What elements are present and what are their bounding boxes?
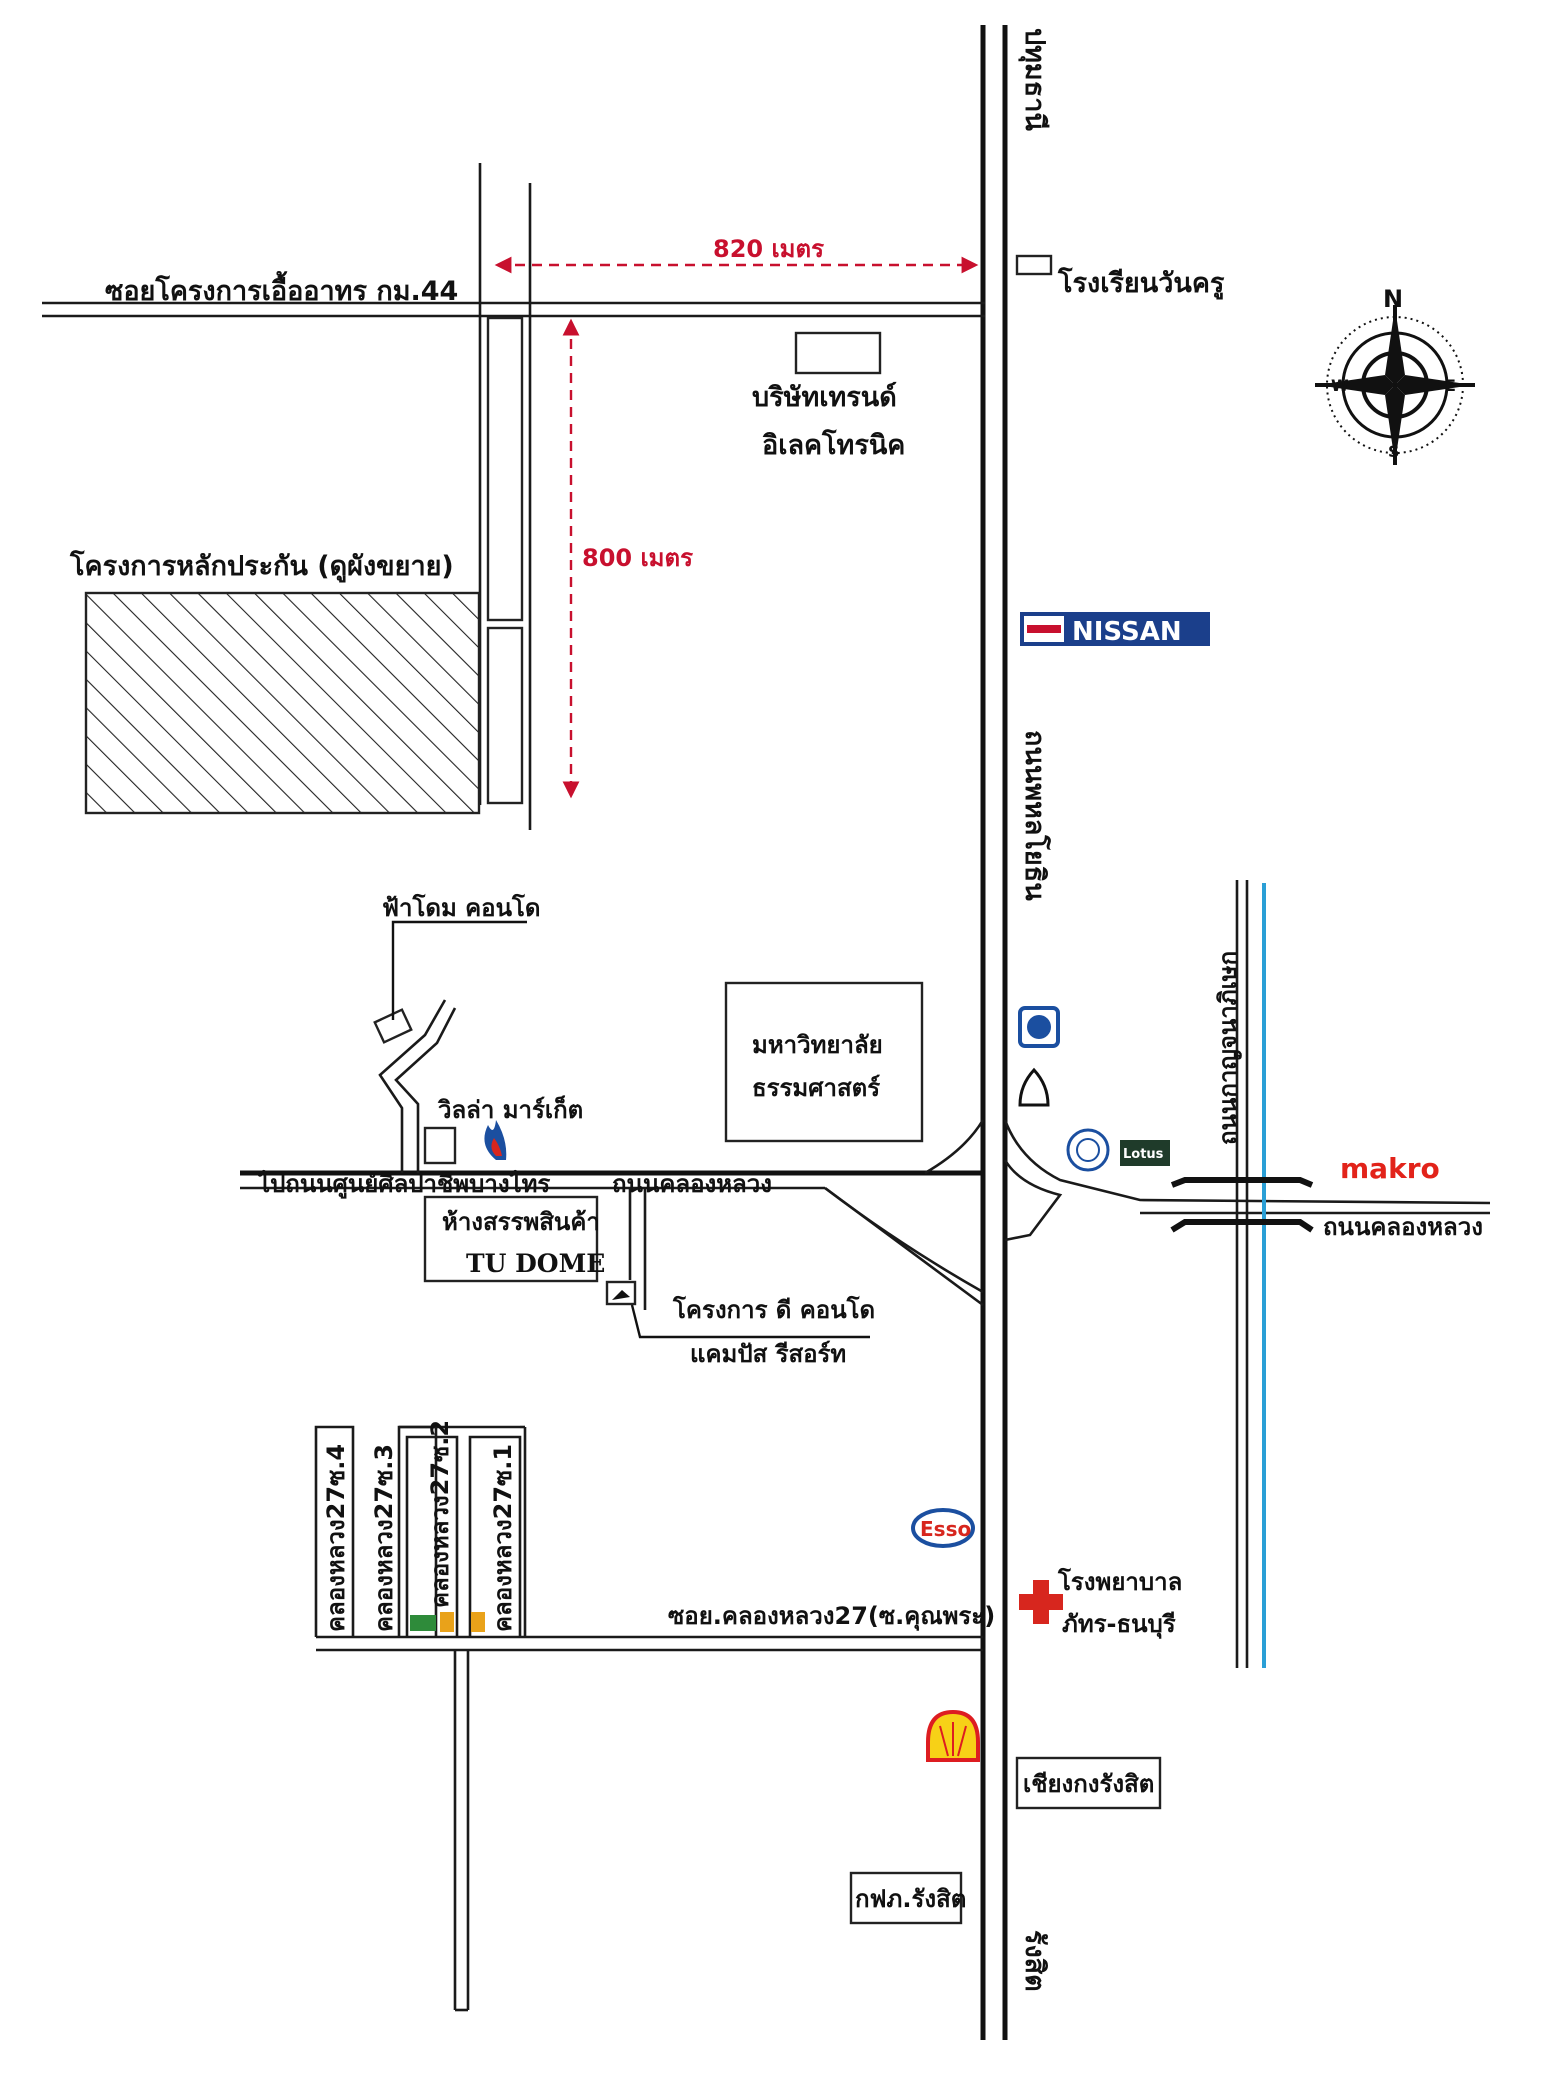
school-box [1015, 254, 1053, 276]
soi-27-2-label: คลองหลวง27ซ.2 [426, 1420, 454, 1608]
fadom-condo-label: ฟ้าโดม คอนโด [382, 893, 540, 922]
soi-food-project-road [42, 301, 985, 318]
d-condo-line2: แคมปัส รีสอร์ท [690, 1340, 846, 1368]
distance-horizontal-label: 820 เมตร [713, 235, 824, 263]
main-highway [980, 25, 1008, 2040]
seven-eleven-icon [410, 1612, 485, 1632]
d-condo-line1: โครงการ ดี คอนโด [672, 1295, 875, 1324]
svg-text:Esso: Esso [920, 1517, 971, 1541]
hospital-cross-icon [1019, 1580, 1063, 1624]
makro-label: makro [1340, 1152, 1440, 1185]
school-label: โรงเรียนวันครู [1057, 266, 1225, 300]
ptt-flame-icon [484, 1120, 507, 1160]
d-condo-road [605, 1188, 870, 1339]
shell-logo [926, 1709, 980, 1762]
soi-27-4-label: คลองหลวง27ซ.4 [322, 1444, 350, 1632]
villa-market-label: วิลล่า มาร์เก็ต [437, 1095, 583, 1124]
khlong-luang-road-right-label: ถนนคลองหลวง [1323, 1213, 1483, 1241]
trend-company-line1: บริษัทเทรนด์ [752, 381, 897, 413]
seal-icon [1066, 1128, 1110, 1172]
compass-w: W [1331, 376, 1349, 395]
soi-27-1-label: คลองหลวง27ซ.1 [489, 1444, 517, 1632]
bottom-south-road-label: รังสิต [1019, 1930, 1050, 1992]
svg-text:NISSAN: NISSAN [1072, 617, 1182, 647]
university-line2: ธรรมศาสตร์ [752, 1074, 880, 1102]
university-line1: มหาวิทยาลัย [752, 1031, 883, 1059]
pea-rangsit-box [849, 1871, 963, 1925]
pea-rangsit-label: กฟภ.รังสิต [855, 1885, 966, 1913]
hospital-line1: โรงพยาบาล [1057, 1567, 1182, 1596]
khlong-luang-road-left-label: ถนนคลองหลวง [612, 1170, 772, 1198]
kanchanaphisek-road-label: ถนนกาญจนาภิเษก [1214, 951, 1242, 1145]
compass-n: N [1383, 285, 1403, 313]
temple-icon [1018, 1067, 1050, 1107]
main-road-label: ถนนพหลโยธิน [1019, 730, 1052, 901]
esso-logo: Esso [911, 1508, 975, 1548]
project-access-road [478, 163, 532, 830]
project-plot [84, 591, 481, 815]
tu-dome-line2: TU DOME [466, 1249, 605, 1278]
soi-27-roads [314, 1425, 983, 2012]
compass-e: E [1445, 376, 1456, 395]
soi-food-project-label: ซอยโครงการเอื้ออาทร กม.44 [105, 270, 458, 307]
compass-rose-icon: N S E W [1315, 285, 1475, 465]
svg-text:Lotus: Lotus [1123, 1147, 1164, 1162]
chiang-kong-box [1015, 1756, 1162, 1810]
nissan-logo: NISSAN [1020, 612, 1210, 647]
soi-27-3-label: คลองหลวง27ซ.3 [370, 1444, 398, 1632]
khlong-luang-road-left [240, 1119, 985, 1307]
kanchanaphisek-road [1170, 880, 1314, 1668]
bank-icon [1018, 1006, 1060, 1048]
trend-company-box [794, 331, 882, 375]
fadom-condo-road [373, 920, 527, 1173]
distance-vertical-label: 800 เมตร [582, 544, 693, 572]
project-main-label: โครงการหลักประกัน (ดูผังขยาย) [69, 549, 454, 583]
compass-s: S [1388, 442, 1400, 461]
hospital-line2: ภัทร-ธนบุรี [1062, 1610, 1176, 1640]
trend-company-line2: อิเลคโทรนิค [762, 428, 905, 461]
to-silpakorn-label: ไปถนนศูนย์ศิลปาชีพบางไทร [255, 1169, 550, 1199]
tu-dome-box [423, 1195, 599, 1283]
chiang-kong-label: เชียงกงรังสิต [1023, 1770, 1154, 1798]
khlong-luang-road-right [1003, 1119, 1491, 1242]
tu-dome-line1: ห้างสรรพสินค้า [442, 1208, 600, 1236]
university-box [724, 981, 924, 1143]
soi-27-label: ซอย.คลองหลวง27(ซ.คุณพระ) [668, 1602, 995, 1632]
lotus-logo: Lotus [1120, 1140, 1170, 1166]
top-north-road-label: ปทุมธานี [1018, 28, 1050, 131]
